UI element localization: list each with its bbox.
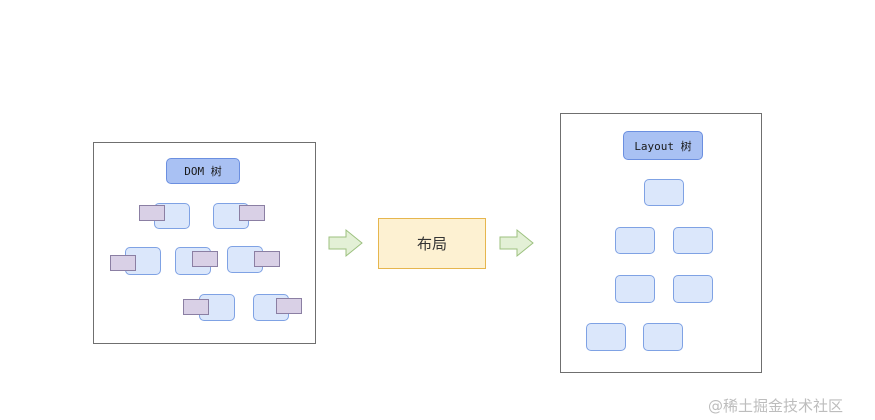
layout-node: [643, 323, 683, 351]
dom-root-node: DOM 树: [166, 158, 240, 184]
layout-node: [586, 323, 626, 351]
layout-node: [673, 227, 713, 254]
dom-node-tag: [110, 255, 136, 271]
layout-node: [673, 275, 713, 303]
dom-node-tag: [139, 205, 165, 221]
layout-node: [644, 179, 684, 206]
dom-root-label: DOM 树: [184, 165, 222, 178]
dom-node-tag: [183, 299, 209, 315]
arrow-right-icon: [499, 228, 534, 258]
dom-node-tag: [276, 298, 302, 314]
layout-root-node: Layout 树: [623, 131, 703, 160]
layout-node: [615, 275, 655, 303]
dom-node-tag: [254, 251, 280, 267]
layout-node: [615, 227, 655, 254]
watermark: @稀土掘金技术社区: [708, 397, 844, 415]
layout-process-box: 布局: [378, 218, 486, 269]
layout-root-label: Layout 树: [634, 139, 692, 153]
layout-process-label: 布局: [416, 235, 447, 253]
dom-node-tag: [239, 205, 265, 221]
dom-node-tag: [192, 251, 218, 267]
arrow-right-icon: [328, 228, 363, 258]
